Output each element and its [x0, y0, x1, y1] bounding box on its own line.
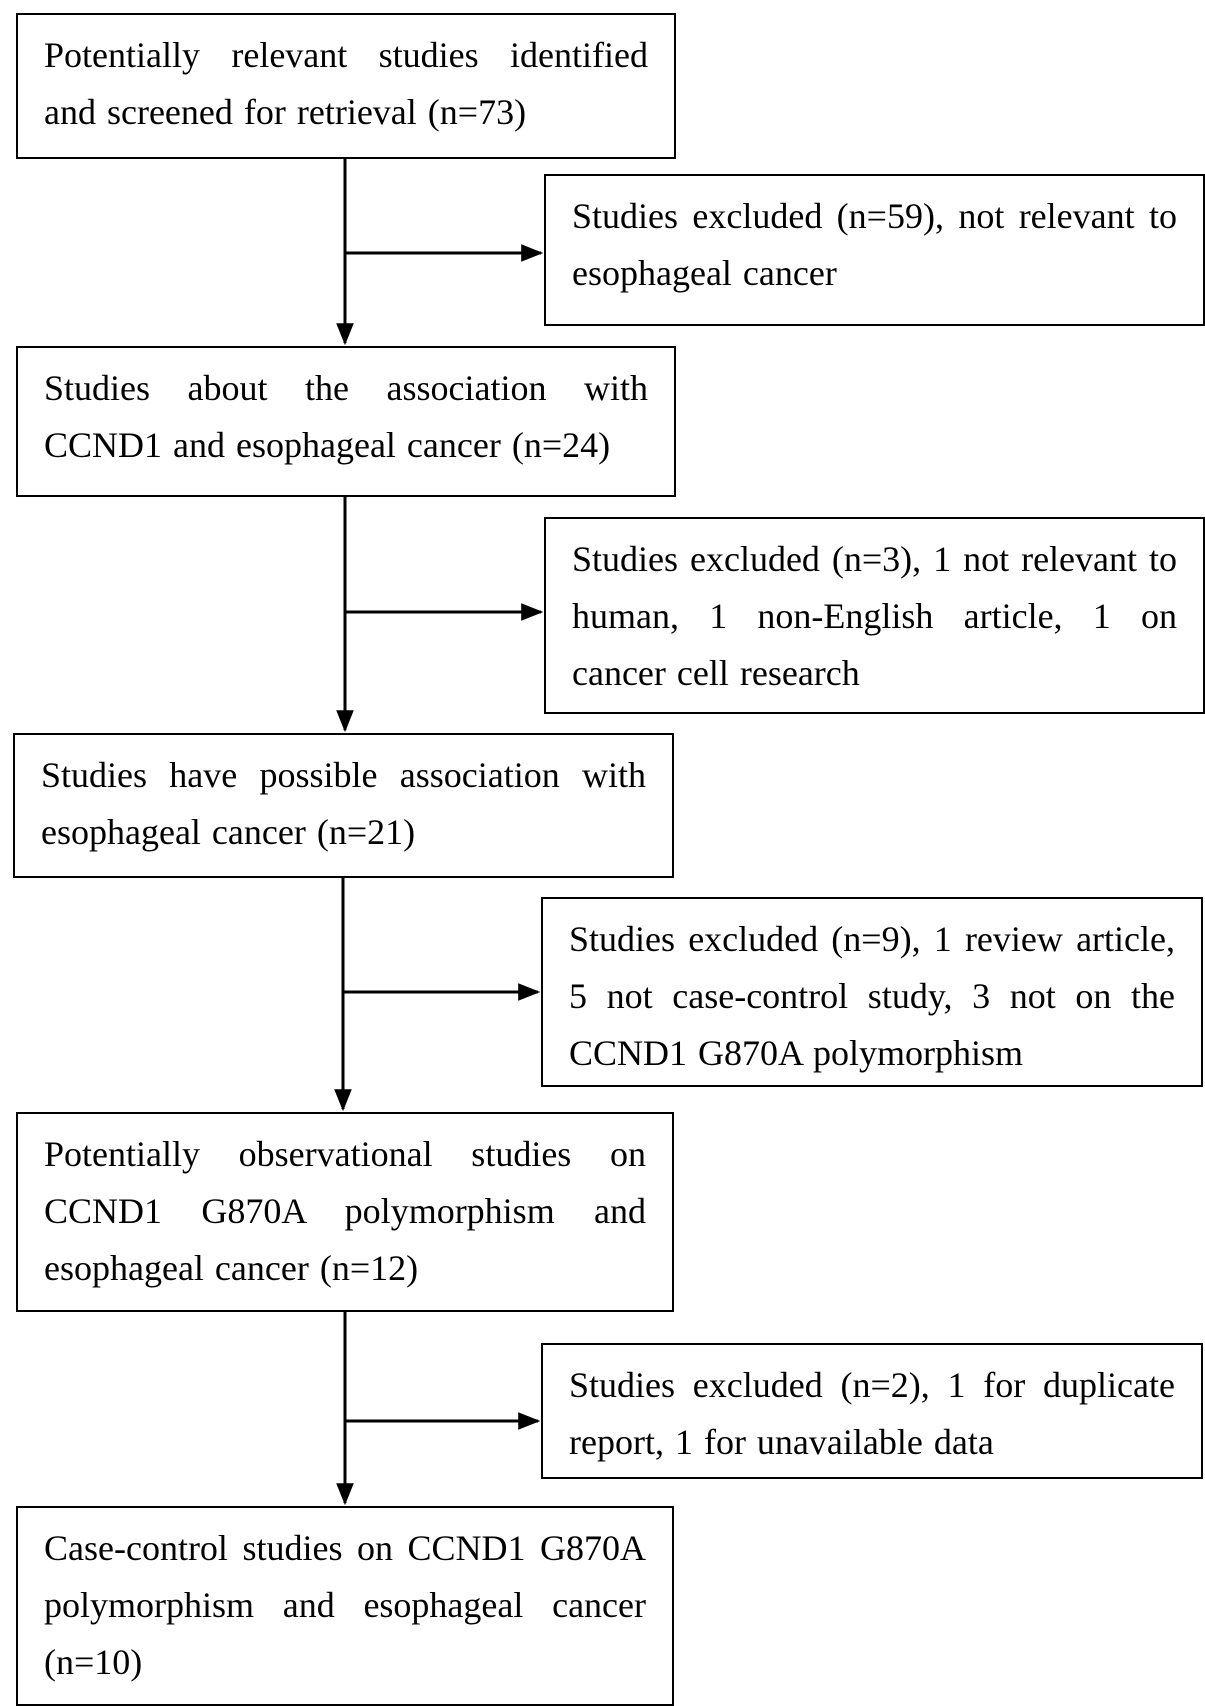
exclusion-box-not-relevant: Studies excluded (n=59), not relevant to… — [544, 174, 1205, 326]
exclusion-box-non-human: Studies excluded (n=3), 1 not relevant t… — [544, 517, 1205, 714]
exclusion-box-duplicate: Studies excluded (n=2), 1 for duplicate … — [541, 1343, 1203, 1479]
exclusion-box-review-articles: Studies excluded (n=9), 1 review article… — [541, 897, 1203, 1087]
step-box-association: Studies about the association with CCND1… — [16, 346, 676, 497]
step-box-included: Case-control studies on CCND1 G870A poly… — [16, 1506, 674, 1706]
step-box-possible-association: Studies have possible association with e… — [13, 733, 674, 878]
step-box-observational: Potentially observational studies on CCN… — [16, 1112, 674, 1312]
step-box-identified: Potentially relevant studies identified … — [16, 13, 676, 159]
